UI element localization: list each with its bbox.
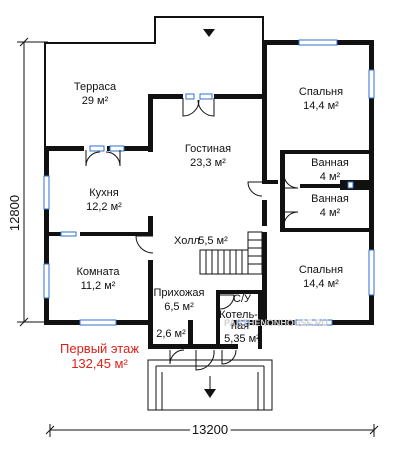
room-name: Ванная xyxy=(311,193,349,205)
room-name: Гостиная xyxy=(185,143,231,155)
room-area: 6,5 м² xyxy=(164,301,194,313)
room-name: Спальня xyxy=(299,86,343,98)
watermark: PARTHENONHOUSE.RU xyxy=(224,318,328,328)
width-dimension xyxy=(45,424,379,437)
floor-name: Первый этаж xyxy=(60,341,140,356)
room-bedroom-2: Спальня 14,4 м² xyxy=(299,264,343,290)
room-hall: Холл 5,5 м² xyxy=(174,235,228,247)
width-dimension-label: 13200 xyxy=(192,422,228,437)
room-name: Спальня xyxy=(299,264,343,276)
room-bath-2: Ванная 4 м² xyxy=(311,193,349,219)
entrance-steps xyxy=(147,359,273,411)
terrace-arrow xyxy=(203,29,215,37)
room-area: 14,4 м² xyxy=(303,100,339,112)
height-dimension-label: 12800 xyxy=(7,195,22,231)
room-vestibule: 2,6 м² xyxy=(156,328,186,340)
room-name: Холл xyxy=(174,235,200,247)
floor-title: Первый этаж 132,45 м² xyxy=(60,341,139,371)
room-bath-1: Ванная 4 м² xyxy=(311,157,349,183)
room-area: 5,35 м² xyxy=(224,333,260,345)
room-area: 5,5 м² xyxy=(198,235,228,247)
room-entry: Прихожая 6,5 м² xyxy=(154,287,205,313)
room-spare: Комната 11,2 м² xyxy=(76,266,120,292)
room-name: Прихожая xyxy=(154,287,205,299)
room-area: 2,6 м² xyxy=(156,328,186,340)
room-kitchen: Кухня 12,2 м² xyxy=(86,187,122,213)
entrance-arrow xyxy=(204,376,216,398)
floor-total-area: 132,45 м² xyxy=(71,356,128,371)
staircase xyxy=(199,231,263,275)
room-area: 12,2 м² xyxy=(86,201,122,213)
room-area: 11,2 м² xyxy=(81,280,116,292)
room-name: Котель- ная xyxy=(219,309,261,332)
room-name: Терраса xyxy=(74,81,117,93)
walls xyxy=(44,16,374,349)
room-area: 29 м² xyxy=(82,95,109,107)
room-area: 14,4 м² xyxy=(303,278,339,290)
room-area: 4 м² xyxy=(320,171,341,183)
room-bedroom-1: Спальня 14,4 м² xyxy=(299,86,343,112)
room-name: Комната xyxy=(76,266,120,278)
doors xyxy=(85,98,299,371)
windows xyxy=(43,39,375,326)
room-name: Ванная xyxy=(311,157,349,169)
room-terrace: Терраса 29 м² xyxy=(74,81,117,107)
room-name: Кухня xyxy=(89,187,118,199)
room-area: 23,3 м² xyxy=(190,157,226,169)
height-dimension xyxy=(17,37,48,327)
room-boiler: Котель- ная 5,35 м² xyxy=(219,309,261,345)
room-area: 4 м² xyxy=(320,207,341,219)
room-name: С/У xyxy=(233,293,252,305)
room-living: Гостиная 23,3 м² xyxy=(185,143,231,169)
room-wc: С/У xyxy=(233,293,252,305)
